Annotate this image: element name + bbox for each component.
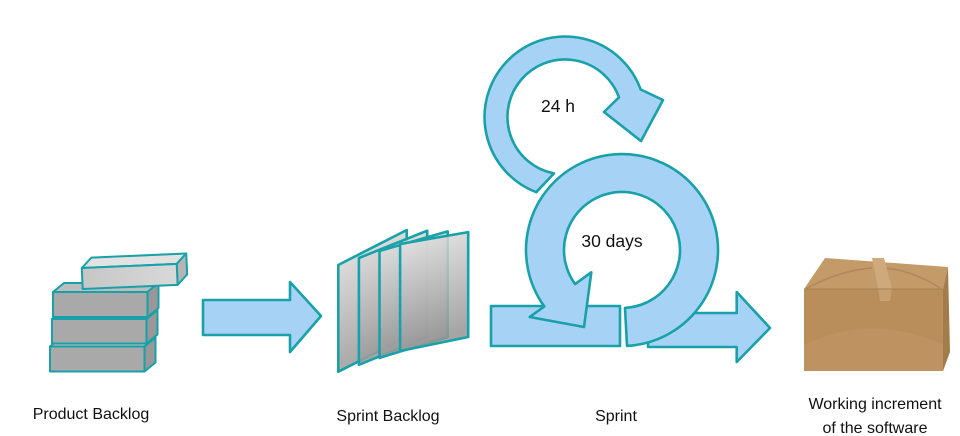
product-backlog-label: Product Backlog [33, 406, 150, 423]
working-increment-label-line2: of the software [823, 420, 928, 436]
daily-scrum-loop-arrow [483, 35, 665, 194]
backlog-panel [398, 230, 470, 353]
carton-front-face [804, 289, 943, 371]
carton-flap-seam-right [883, 267, 941, 289]
flow-arrow-to-increment [646, 290, 772, 364]
working-increment-label-line1: Working increment [808, 396, 942, 413]
product-backlog-stack [49, 252, 189, 373]
sprint-loop-label: 30 days [581, 231, 643, 251]
flow-arrow-to-sprint-backlog [201, 280, 323, 354]
carton-flap-seam-left [806, 267, 873, 289]
carton-tape-top [872, 258, 892, 288]
sprint-loop-arrow [524, 152, 720, 348]
carton-front-sheen [804, 328, 943, 371]
sprint-backlog-panels [337, 228, 470, 373]
backlog-item-1-top [80, 252, 189, 291]
carton-tape-front [878, 288, 892, 301]
working-increment-box [804, 258, 950, 371]
sprint-backlog-label: Sprint Backlog [336, 408, 439, 425]
sprint-label: Sprint [595, 408, 637, 425]
daily-loop-label: 24 h [541, 96, 575, 116]
carton-right-face [943, 267, 950, 371]
